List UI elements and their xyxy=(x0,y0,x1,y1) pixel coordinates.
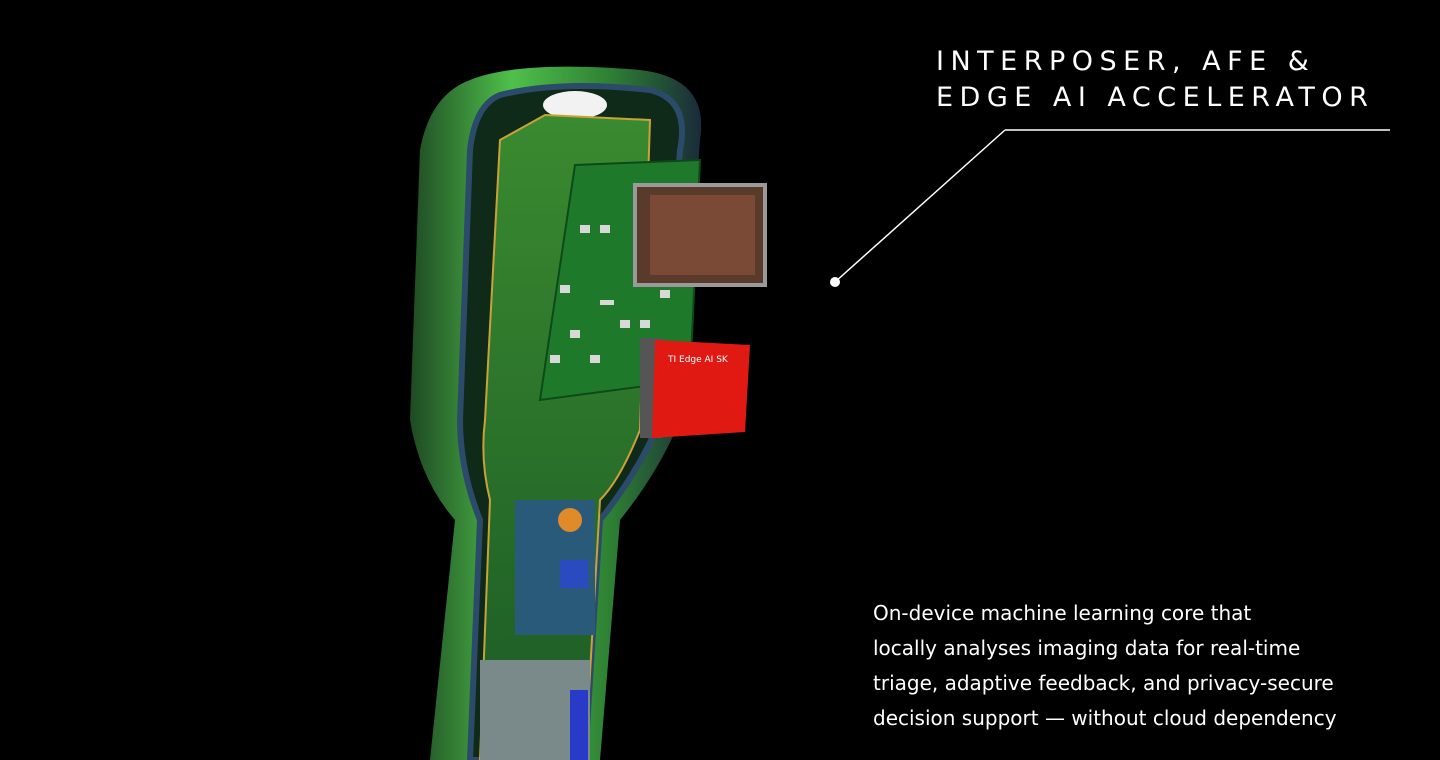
description-line: decision support — without cloud depende… xyxy=(873,706,1337,730)
interposer-die xyxy=(650,195,755,275)
orange-component xyxy=(558,508,582,532)
shell-highlight xyxy=(543,91,607,119)
edge-ai-chip-label: TI Edge AI SK xyxy=(667,355,729,365)
description-line: On-device machine learning core that xyxy=(873,601,1252,625)
description-line: triage, adaptive feedback, and privacy-s… xyxy=(873,671,1334,695)
callout-line xyxy=(834,129,1006,283)
description: On-device machine learning core that loc… xyxy=(873,596,1393,736)
callout-dot xyxy=(830,277,840,287)
callout-title-line2: EDGE AI ACCELERATOR xyxy=(936,82,1375,113)
blue-potentiometer xyxy=(560,560,588,588)
callout-title-line1: INTERPOSER, AFE & xyxy=(936,46,1316,77)
smd-components xyxy=(550,225,670,363)
blue-strip xyxy=(570,690,588,760)
callout-title: INTERPOSER, AFE & EDGE AI ACCELERATOR xyxy=(936,44,1374,116)
description-line: locally analyses imaging data for real-t… xyxy=(873,636,1301,660)
edge-ai-chip xyxy=(652,340,750,438)
